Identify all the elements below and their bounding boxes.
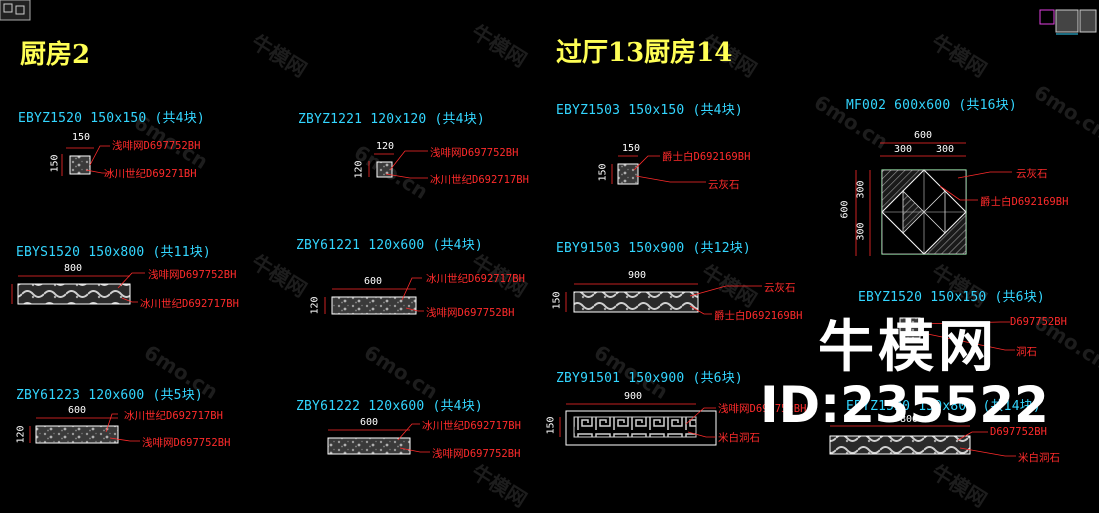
watermark-brand: 牛模网 xyxy=(818,315,998,380)
material-label: 浅啡网D697752BH xyxy=(718,403,807,415)
tile-mf002-drawing xyxy=(855,142,1012,256)
material-label: 云灰石 xyxy=(1016,168,1048,180)
tile-zby91501-drawing xyxy=(559,403,717,446)
material-label: 浅啡网D697752BH xyxy=(430,147,519,159)
material-label: 米白洞石 xyxy=(1018,452,1060,464)
dimension-label: 600 xyxy=(914,130,933,141)
dimension-label: 150 xyxy=(622,143,641,154)
tile-ebyz1520-drawing xyxy=(61,145,110,176)
section-heading-left: 厨房2 xyxy=(20,40,91,70)
tile-zby61222-drawing xyxy=(327,423,430,455)
tile-caption: EBYZ1520 150x150 (共4块) xyxy=(18,111,205,126)
material-label: 爵士白D692169BH xyxy=(980,196,1069,208)
dimension-label: 120 xyxy=(309,296,321,315)
tile-eby91503-drawing xyxy=(565,283,762,315)
material-label: 冰川世纪D692717BH xyxy=(140,298,239,310)
corner-ornament xyxy=(0,0,31,21)
material-label: 洞石 xyxy=(1016,346,1037,358)
dimension-label: 600 xyxy=(364,276,383,287)
dimension-label: 800 xyxy=(900,414,919,425)
tile-caption: MF002 600x600 (共16块) xyxy=(846,98,1017,113)
tile-ebyz1520b-drawing xyxy=(899,317,1015,351)
watermark-id: ID:235522 xyxy=(760,376,1049,434)
tile-caption: EBYZ1520 150x150 (共6块) xyxy=(858,290,1045,305)
tile-caption: EBYZ1503 150x150 (共4块) xyxy=(556,103,743,118)
material-label: 浅啡网D697752BH xyxy=(426,307,515,319)
tile-zby61221-drawing xyxy=(324,277,424,315)
material-label: 冰川世纪D692717BH xyxy=(124,410,223,422)
dimension-label: 150 xyxy=(545,416,557,435)
material-label: 冰川世纪D692717BH xyxy=(426,273,525,285)
tile-caption: ZBY61223 120x600 (共5块) xyxy=(16,388,203,403)
material-label: 浅啡网D697752BH xyxy=(432,448,521,460)
dimension-label: 150 xyxy=(72,132,91,143)
dimension-label: 150 xyxy=(551,291,563,310)
tile-caption: ZBY61222 120x600 (共4块) xyxy=(296,399,483,414)
dimension-label: 300 xyxy=(855,222,867,241)
tile-ebyz1503-drawing xyxy=(611,155,706,185)
dimension-label: 120 xyxy=(15,425,27,444)
material-label: 爵士白D692169BH xyxy=(662,151,751,163)
dimension-label: 600 xyxy=(360,417,379,428)
tile-caption: ZBY91501 150x900 (共6块) xyxy=(556,371,743,386)
material-label: 冰川世纪D692717BH xyxy=(430,174,529,186)
tile-caption: EBYS1520 150x800 (共11块) xyxy=(16,245,211,260)
dimension-label: 150 xyxy=(597,163,609,182)
top-right-legend xyxy=(1039,9,1097,35)
cad-drawing xyxy=(0,0,1097,457)
dimension-label: 300 xyxy=(936,144,955,155)
dimension-label: 120 xyxy=(376,141,395,152)
material-label: 云灰石 xyxy=(708,179,740,191)
material-label: D697752BH xyxy=(1010,316,1067,328)
material-label: 浅啡网D697752BH xyxy=(112,140,201,152)
material-label: D697752BH xyxy=(990,426,1047,438)
tile-zby61223-drawing xyxy=(29,413,140,444)
material-label: 云灰石 xyxy=(764,282,796,294)
material-label: 冰川世纪D692717BH xyxy=(422,420,521,432)
dimension-label: 300 xyxy=(894,144,913,155)
dimension-label: 900 xyxy=(628,270,647,281)
tile-ebyz1520c-drawing xyxy=(829,425,1016,457)
tile-caption: EBY91503 150x900 (共12块) xyxy=(556,241,751,256)
dimension-label: 600 xyxy=(839,200,851,219)
dimension-label: 800 xyxy=(64,263,83,274)
dimension-label: 900 xyxy=(624,391,643,402)
material-label: 爵士白D692169BH xyxy=(714,310,803,322)
section-heading-right: 过厅13厨房14 xyxy=(556,38,733,68)
tile-caption: EBYZ1520 150x800 (共14块) xyxy=(846,399,1041,414)
dimension-label: 120 xyxy=(353,160,365,179)
tile-caption: ZBY61221 120x600 (共4块) xyxy=(296,238,483,253)
material-label: 浅啡网D697752BH xyxy=(148,269,237,281)
dimension-label: 300 xyxy=(855,180,867,199)
material-label: 浅啡网D697752BH xyxy=(142,437,231,449)
material-label: 米白洞石 xyxy=(718,432,760,444)
tile-zbyz1221-drawing xyxy=(368,150,428,179)
tile-caption: ZBYZ1221 120x120 (共4块) xyxy=(298,112,485,127)
material-label: 冰川世纪D69271BH xyxy=(104,168,197,180)
dimension-label: 150 xyxy=(49,154,61,173)
tile-ebys1520-drawing xyxy=(11,272,145,305)
dimension-label: 600 xyxy=(68,405,87,416)
